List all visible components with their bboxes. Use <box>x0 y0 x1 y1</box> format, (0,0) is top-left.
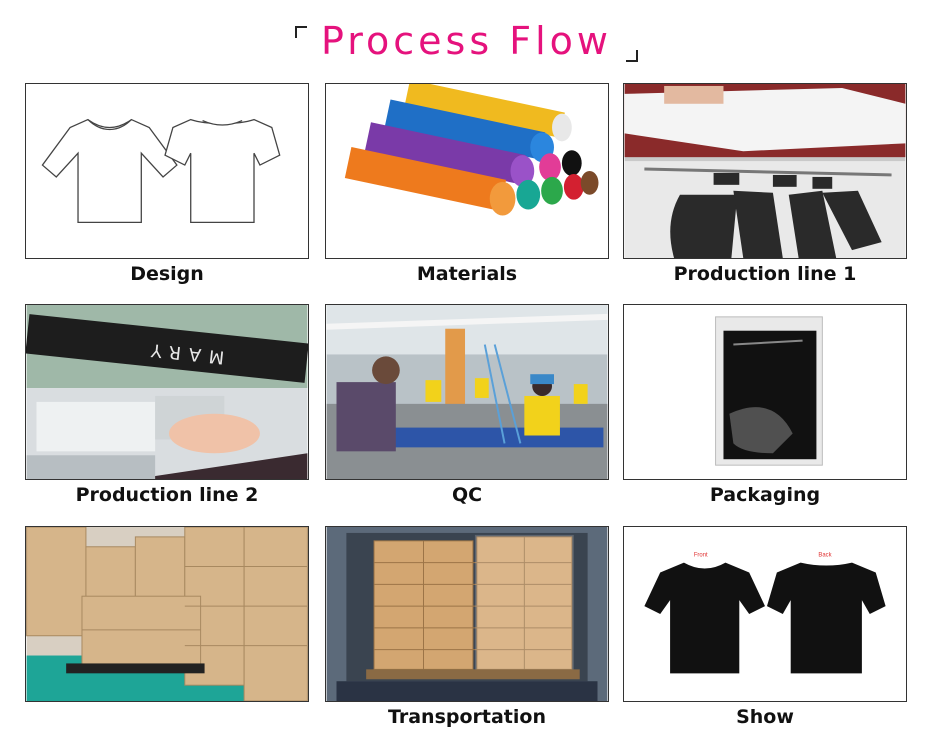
front-label: Front <box>694 553 708 559</box>
fabric-cutting-image <box>623 83 907 259</box>
step-label: Production line 1 <box>673 263 857 285</box>
step-label: Materials <box>416 263 518 285</box>
step-label: Design <box>130 263 204 285</box>
warehouse-boxes-image <box>25 526 309 702</box>
step-label: Show <box>736 706 794 728</box>
open-bracket-icon <box>295 26 307 38</box>
sewing-printing-image: MARY <box>25 304 309 480</box>
step-label: Production line 2 <box>75 484 259 506</box>
black-tshirts-image: Front Back <box>623 526 907 702</box>
step-label: Transportation <box>387 706 546 728</box>
header: Process Flow <box>0 18 933 64</box>
back-label: Back <box>818 553 831 559</box>
step-label: QC <box>451 484 483 506</box>
factory-workers-image <box>325 304 609 480</box>
page-title-text: Process Flow <box>321 19 612 63</box>
page-title: Process Flow <box>291 18 642 64</box>
packaged-shirt-image <box>623 304 907 480</box>
tshirt-sketch-image <box>25 83 309 259</box>
pallet-container-image <box>325 526 609 702</box>
close-bracket-icon <box>625 50 638 62</box>
step-label: Packaging <box>709 484 821 506</box>
fabric-rolls-image <box>325 83 609 259</box>
